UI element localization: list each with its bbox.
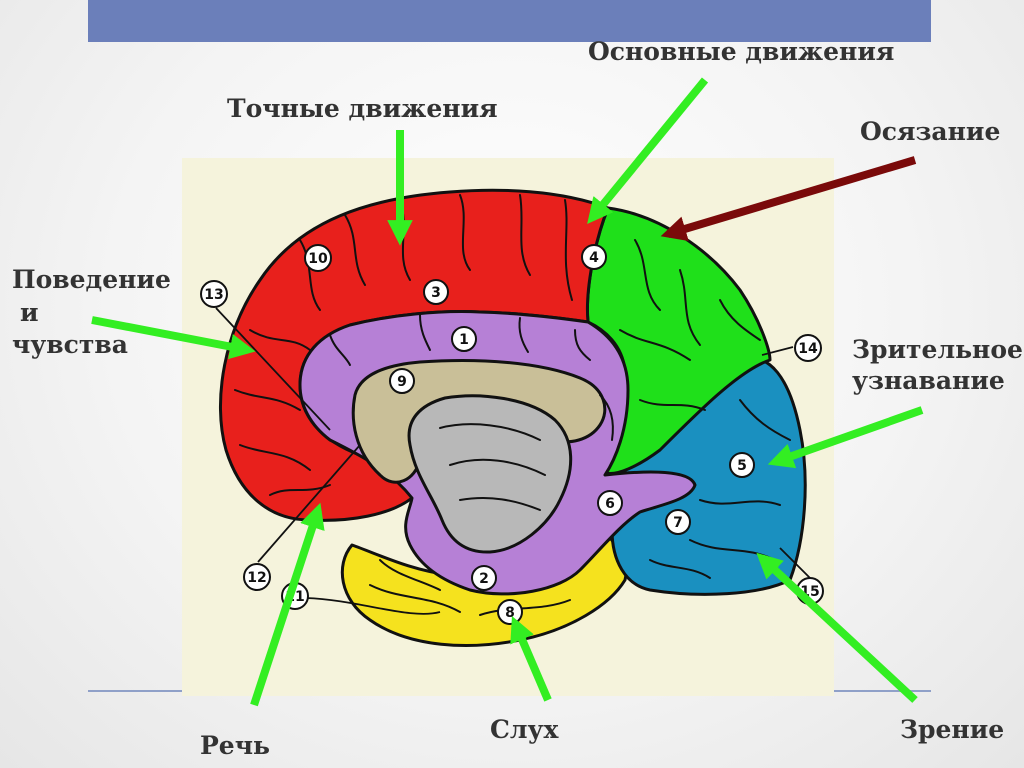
marker-3-label: 3 [431,285,441,301]
label-basic-movements: Основные движения [588,36,894,67]
arrow-touch [668,160,915,234]
label-behavior-line2: и [12,297,171,330]
marker-12: 12 [244,564,270,590]
label-behavior-line3: чувства [12,329,171,362]
marker-3: 3 [424,280,448,304]
label-touch: Осязание [860,116,1000,147]
marker-5: 5 [730,453,754,477]
marker-8: 8 [498,600,522,624]
marker-2-label: 2 [479,571,489,587]
label-speech: Речь [200,730,270,761]
arrow-vision [762,558,915,700]
marker-10-label: 10 [308,251,328,267]
arrow-basic-movements [592,80,705,218]
arrow-speech [254,510,318,705]
marker-10: 10 [305,245,331,271]
marker-12-label: 12 [247,570,266,586]
marker-5-label: 5 [737,458,747,474]
marker-14-label: 14 [798,341,818,357]
marker-1: 1 [452,327,476,351]
marker-14: 14 [795,335,821,361]
label-visual-recognition-line2: узнавание [852,365,1024,396]
marker-2: 2 [472,566,496,590]
marker-4-label: 4 [589,250,599,266]
marker-7: 7 [666,510,690,534]
marker-6: 6 [598,491,622,515]
marker-13: 13 [201,281,227,307]
label-vision: Зрение [900,714,1004,745]
marker-6-label: 6 [605,496,615,512]
label-visual-recognition: Зрительное узнавание [852,334,1024,397]
marker-1-label: 1 [459,332,469,348]
label-hearing: Слух [490,714,558,745]
label-visual-recognition-line1: Зрительное [852,334,1024,365]
marker-9: 9 [390,369,414,393]
marker-13-label: 13 [204,287,223,303]
marker-4: 4 [582,245,606,269]
marker-8-label: 8 [505,605,515,621]
label-behavior-feelings: Поведение и чувства [12,264,171,362]
marker-9-label: 9 [397,374,407,390]
marker-7-label: 7 [673,515,683,531]
label-fine-movements: Точные движения [227,93,498,124]
label-behavior-line1: Поведение [12,264,171,297]
